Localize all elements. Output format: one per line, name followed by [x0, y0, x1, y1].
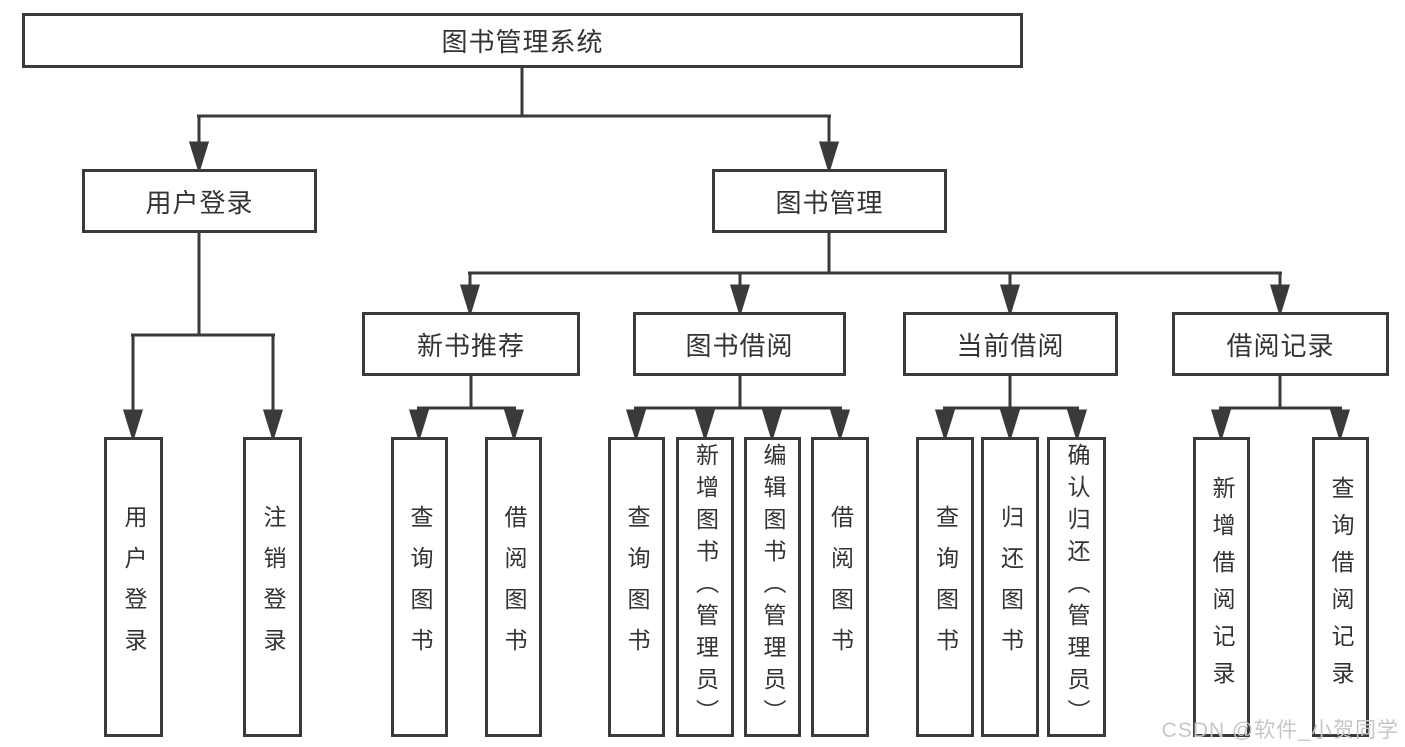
- leaf-label: 查询借阅记录: [1328, 476, 1354, 698]
- node-new-book-recommendation: 新书推荐: [362, 312, 580, 376]
- connector-book-mgmt-to-level3: [459, 233, 1291, 318]
- node-label: 图书借阅: [685, 330, 794, 361]
- connector-new-book-to-leaves: [408, 376, 525, 443]
- node-label: 图书管理: [775, 187, 884, 218]
- node-book-management: 图书管理: [712, 169, 947, 233]
- leaf-label: 归还图书: [997, 505, 1024, 669]
- connector-user-login-to-leaves: [122, 233, 284, 443]
- leaf-logout: 注销登录: [243, 437, 302, 737]
- leaf-label: 借阅图书: [501, 505, 527, 669]
- connector-current-borrow-to-leaves: [934, 376, 1088, 443]
- leaf-add-borrow-record: 新增借阅记录: [1193, 437, 1250, 737]
- leaf-query-borrow-record: 查询借阅记录: [1312, 437, 1369, 737]
- node-book-borrowing: 图书借阅: [633, 312, 846, 376]
- leaf-label: 用户登录: [121, 505, 147, 669]
- connector-book-borrow-to-leaves: [625, 376, 851, 443]
- leaf-query-books-recommend: 查询图书: [391, 437, 448, 737]
- connector-borrow-record-to-leaves: [1210, 376, 1351, 443]
- leaf-borrow-books-recommend: 借阅图书: [485, 437, 542, 737]
- leaf-label: 注销登录: [260, 505, 286, 669]
- node-current-borrowing: 当前借阅: [903, 312, 1118, 376]
- leaf-confirm-return-admin: 确认归还（管理员）: [1047, 437, 1106, 737]
- leaf-label: 编辑图书（管理员）: [760, 443, 786, 731]
- leaf-return-books: 归还图书: [981, 437, 1039, 737]
- node-user-login: 用户登录: [82, 169, 317, 233]
- leaf-label: 借阅图书: [827, 505, 854, 669]
- leaf-label: 查询图书: [407, 505, 433, 669]
- node-label: 用户登录: [145, 187, 254, 218]
- leaf-add-books-admin: 新增图书（管理员）: [676, 437, 734, 737]
- node-label: 借阅记录: [1226, 330, 1335, 361]
- leaf-query-books-current: 查询图书: [916, 437, 974, 737]
- leaf-query-books-borrow: 查询图书: [608, 437, 665, 737]
- node-label: 图书管理系统: [441, 27, 604, 57]
- leaf-label: 查询图书: [624, 505, 650, 669]
- node-label: 当前借阅: [956, 330, 1065, 361]
- node-library-management-system: 图书管理系统: [22, 13, 1023, 68]
- node-borrowing-records: 借阅记录: [1172, 312, 1389, 376]
- leaf-label: 查询图书: [932, 505, 959, 669]
- leaf-label: 新增借阅记录: [1209, 476, 1235, 698]
- connector-root-to-level2: [188, 68, 840, 175]
- leaf-label: 确认归还（管理员）: [1064, 443, 1090, 731]
- leaf-borrow-books: 借阅图书: [811, 437, 869, 737]
- leaf-user-login: 用户登录: [104, 437, 163, 737]
- leaf-label: 新增图书（管理员）: [692, 443, 719, 731]
- node-label: 新书推荐: [416, 330, 525, 361]
- csdn-watermark: CSDN @软件_小贺同学: [1161, 719, 1399, 742]
- leaf-edit-books-admin: 编辑图书（管理员）: [744, 437, 801, 737]
